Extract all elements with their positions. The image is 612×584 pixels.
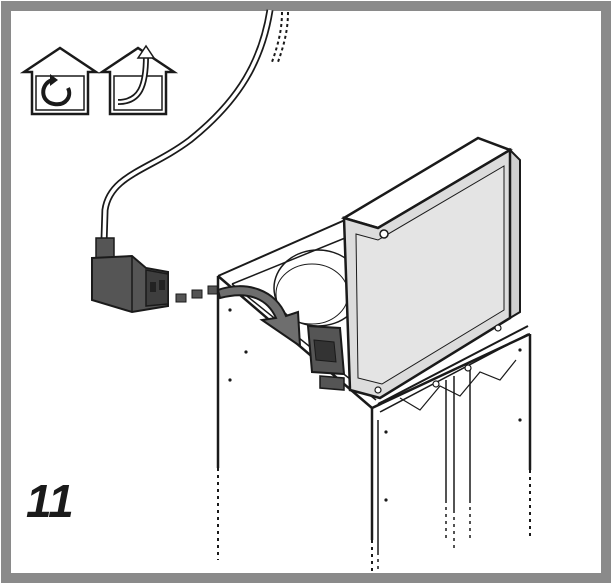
chimney-housing [216, 219, 532, 572]
power-plug-connector [91, 237, 219, 314]
motor-unit-panel [340, 136, 521, 400]
insertion-arrow [216, 285, 302, 348]
mounting-rail [377, 325, 529, 413]
power-socket [306, 324, 346, 391]
extraction-mode-icon [97, 44, 179, 116]
power-cable [100, 9, 289, 243]
housing-screws [228, 308, 522, 502]
step-number: 11 [26, 475, 74, 527]
recirculation-mode-icon [19, 46, 101, 116]
